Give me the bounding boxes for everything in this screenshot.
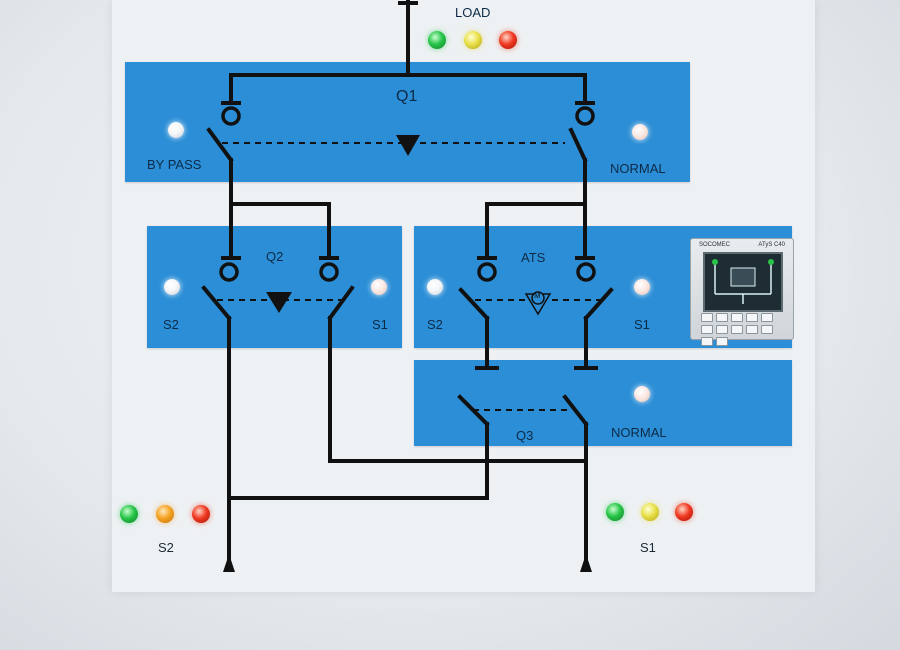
source-s1-label: S1 [640, 540, 656, 555]
load-yellow-lamp [464, 31, 482, 49]
q3-label: Q3 [516, 428, 534, 443]
controller-key[interactable] [701, 313, 713, 322]
source-s1-yellow-lamp [641, 503, 659, 521]
ats-s1-lamp [634, 279, 650, 295]
controller-key[interactable] [716, 313, 728, 322]
q1-label: Q1 [396, 88, 418, 105]
q3-section [414, 360, 792, 446]
controller-key[interactable] [716, 337, 728, 346]
source-s2-label: S2 [158, 540, 174, 555]
source-s1-red-lamp [675, 503, 693, 521]
normal-q1-lamp [632, 124, 648, 140]
bypass-label: BY PASS [147, 157, 202, 172]
bypass-lamp [168, 122, 184, 138]
load-label: LOAD [455, 5, 491, 20]
ats-controller[interactable]: SOCOMEC ATyS C40 [690, 238, 794, 346]
normal-q3-lamp [634, 386, 650, 402]
q2-s1-lamp [371, 279, 387, 295]
controller-key[interactable] [731, 313, 743, 322]
q2-section [147, 226, 402, 348]
normal-q3-label: NORMAL [611, 425, 667, 440]
q2-s2-label: S2 [163, 317, 179, 332]
controller-mimic-icon [712, 259, 774, 304]
ats-s2-label: S2 [427, 317, 443, 332]
ats-label: ATS [521, 250, 546, 265]
load-red-lamp [499, 31, 517, 49]
q2-s2-lamp [164, 279, 180, 295]
controller-brand: SOCOMEC [699, 242, 731, 248]
load-green-lamp [428, 31, 446, 49]
controller-key[interactable] [746, 313, 758, 322]
controller-key[interactable] [761, 325, 773, 334]
source-s1-green-lamp [606, 503, 624, 521]
controller-key[interactable] [716, 325, 728, 334]
controller-keypad[interactable] [701, 313, 781, 346]
normal-q1-label: NORMAL [610, 161, 666, 176]
source-s2-orange-lamp [156, 505, 174, 523]
source-s2-green-lamp [120, 505, 138, 523]
q2-s1-label: S1 [372, 317, 388, 332]
q1-section [125, 62, 690, 182]
ats-s1-label: S1 [634, 317, 650, 332]
controller-display [703, 252, 783, 312]
controller-key[interactable] [761, 313, 773, 322]
controller-key[interactable] [746, 325, 758, 334]
source-s2-red-lamp [192, 505, 210, 523]
controller-model: ATyS C40 [758, 242, 785, 248]
motor-symbol-label: M [534, 291, 541, 300]
controller-key[interactable] [731, 325, 743, 334]
controller-key[interactable] [701, 325, 713, 334]
controller-key[interactable] [701, 337, 713, 346]
q2-label: Q2 [266, 249, 284, 264]
ats-s2-lamp [427, 279, 443, 295]
